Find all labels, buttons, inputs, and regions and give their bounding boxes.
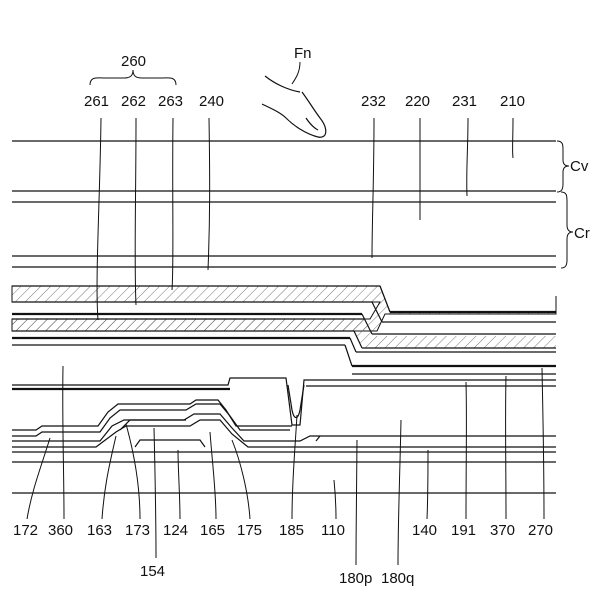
brace-cr [561, 192, 573, 268]
label-173: 173 [125, 522, 150, 539]
label-165: 165 [200, 522, 225, 539]
label-360: 360 [48, 522, 73, 539]
label-140: 140 [412, 522, 437, 539]
label-220: 220 [405, 93, 430, 110]
label-232: 232 [361, 93, 386, 110]
brace-cv [557, 141, 569, 192]
brace-260 [90, 70, 176, 85]
label-210: 210 [500, 93, 525, 110]
label-163: 163 [87, 522, 112, 539]
label-124: 124 [163, 522, 188, 539]
label-cv: Cv [570, 158, 589, 175]
label-270: 270 [528, 522, 553, 539]
label-370: 370 [490, 522, 515, 539]
label-180q: 180q [381, 570, 414, 587]
label-191: 191 [451, 522, 476, 539]
label-180p: 180p [339, 570, 372, 587]
label-185: 185 [279, 522, 304, 539]
label-231: 231 [452, 93, 477, 110]
label-154: 154 [140, 563, 165, 580]
label-260: 260 [121, 53, 146, 70]
label-240: 240 [199, 93, 224, 110]
label-175: 175 [237, 522, 262, 539]
label-110: 110 [321, 522, 345, 539]
finger-icon [262, 62, 326, 137]
label-261: 261 [84, 93, 109, 110]
label-fn: Fn [294, 45, 312, 62]
label-172: 172 [13, 522, 38, 539]
label-263: 263 [158, 93, 183, 110]
label-cr: Cr [574, 225, 590, 242]
label-262: 262 [121, 93, 146, 110]
